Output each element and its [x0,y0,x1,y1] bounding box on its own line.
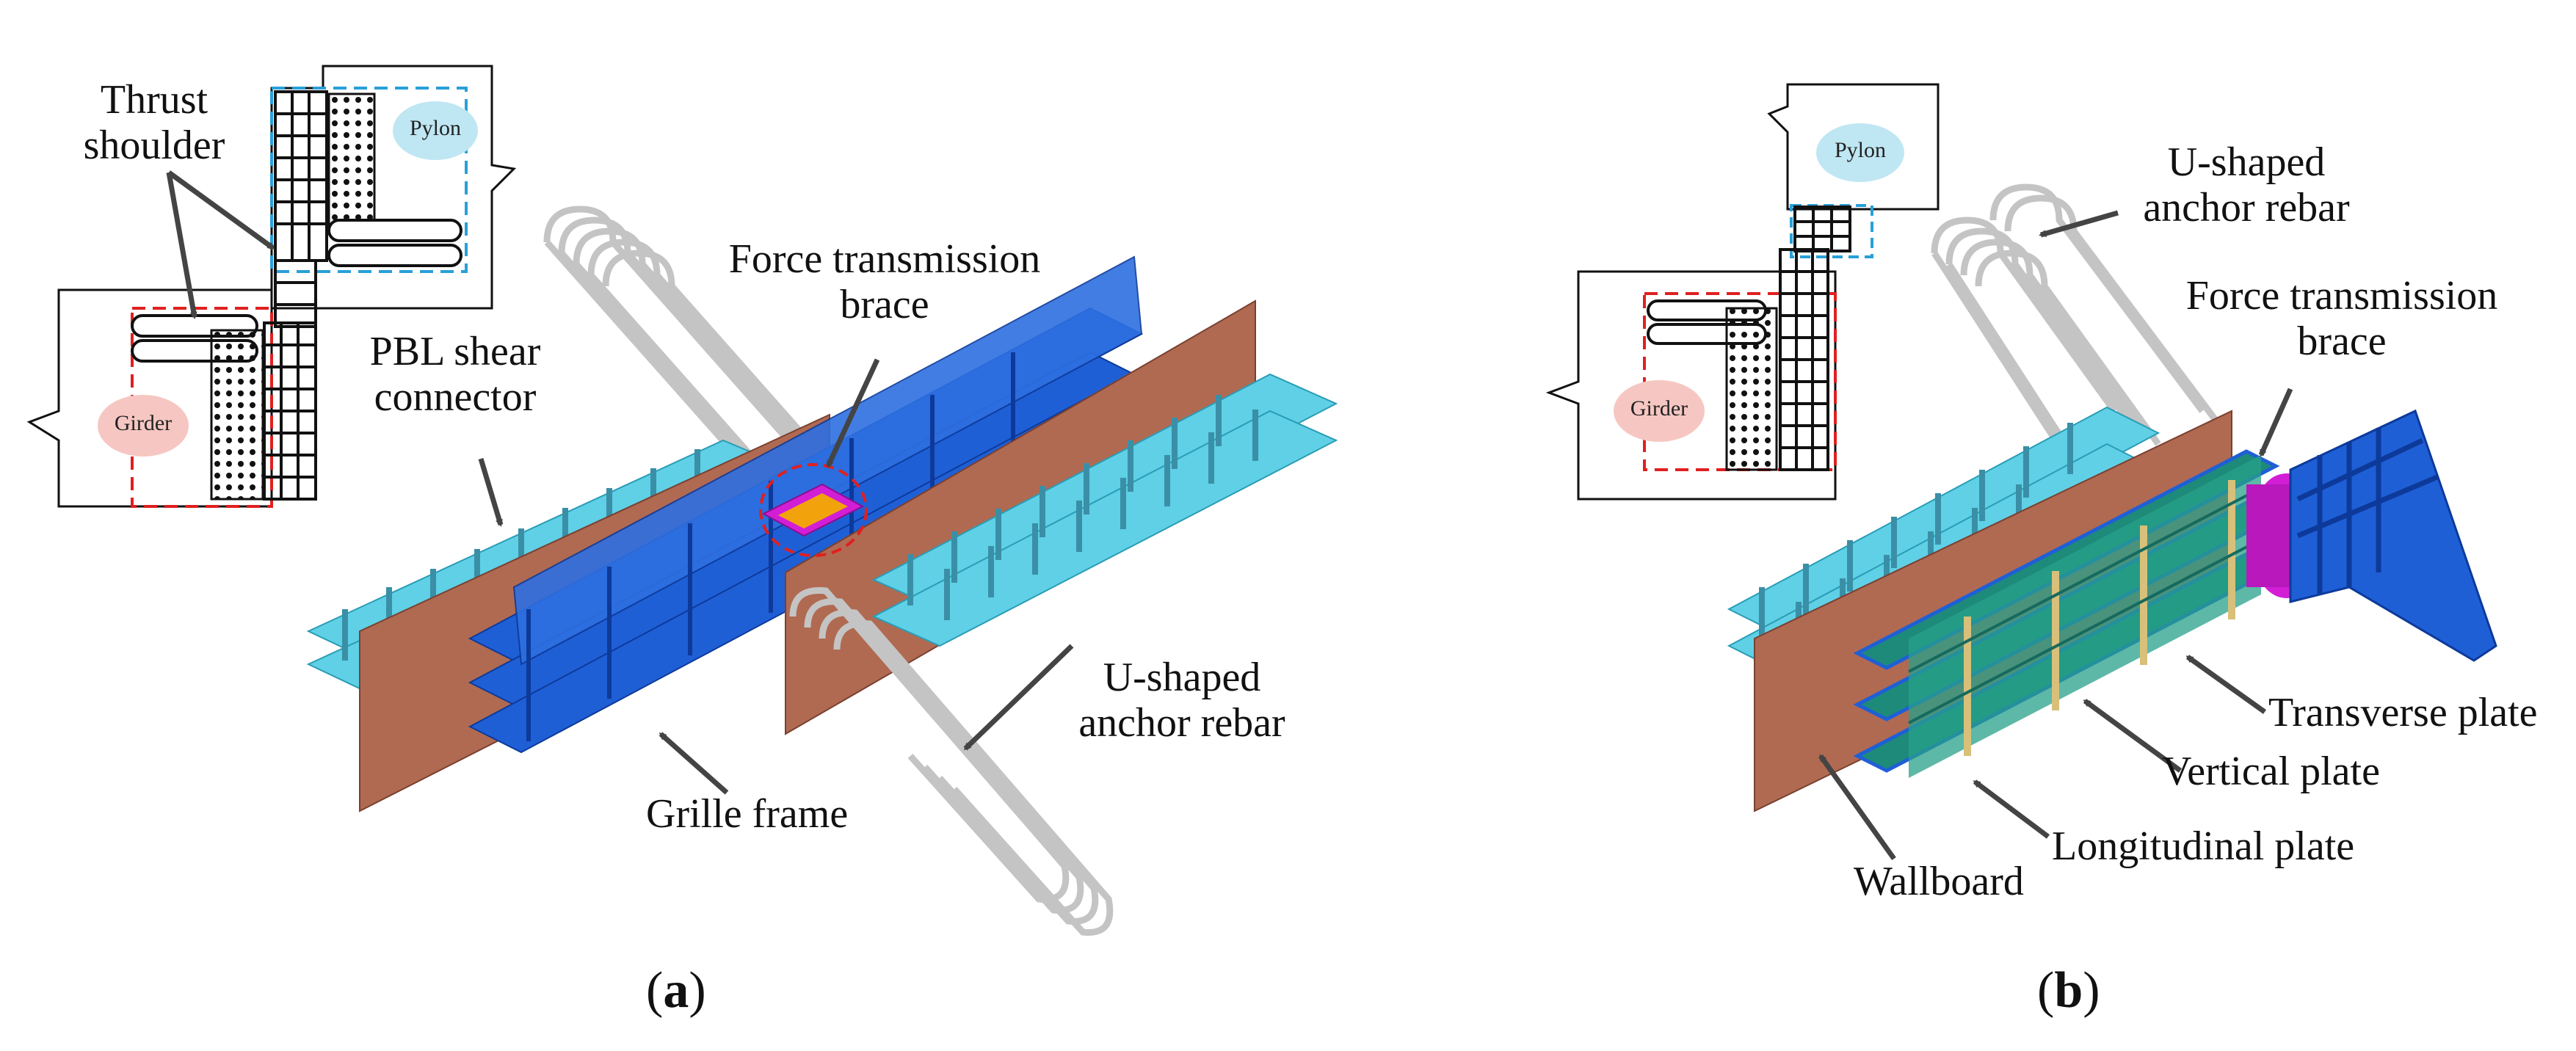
pylon-callout-a [270,65,517,310]
arrows-b [1818,210,2293,861]
u-rebar-b-line1: U-shaped [2167,139,2326,185]
u-rebar-label-b: U-shaped anchor rebar [2122,139,2371,230]
girder-callout-a [26,259,317,508]
pylon-label-b: Pylon [1834,138,1887,162]
rebar-set-a-lower [789,586,1114,936]
pylon-grid-b [2289,409,2497,662]
girder-label-a: Girder [114,411,173,435]
caption-b: (b) [2037,961,2100,1020]
girder-label-b: Girder [1630,396,1688,421]
caption-a-letter: a [663,962,689,1019]
plate-assembly-b [1853,449,2280,778]
arrows-a [166,170,1074,795]
thrust-shoulder-line2: shoulder [83,123,225,168]
u-rebar-label-a: U-shaped anchor rebar [1050,655,1314,746]
longitudinal-plate-label: Longitudinal plate [2052,823,2355,869]
u-rebar-b-line2: anchor rebar [2143,185,2350,230]
u-rebar-a-line2: anchor rebar [1078,700,1285,746]
thrust-shoulder-label: Thrust shoulder [62,77,246,168]
force-brace-label-b: Force transmission brace [2151,273,2533,364]
rebar-set-a-upper [543,206,928,575]
caption-b-close: ) [2083,962,2100,1019]
u-rebar-a-line1: U-shaped [1103,655,1261,700]
grille-frame-label: Grille frame [646,791,849,837]
thrust-shoulder-line1: Thrust [100,77,208,123]
pylon-label-a: Pylon [409,116,462,140]
wallboard-label: Wallboard [1854,859,2024,904]
caption-a: (a) [646,961,706,1020]
vertical-plate-label: Vertical plate [2162,749,2380,794]
pbl-line1: PBL shear [369,329,541,374]
rebar-set-b [1931,183,2220,454]
panel-a-drawing [26,65,1338,936]
force-brace-b-line1: Force transmission [2185,273,2498,319]
pbl-connector-label: PBL shear connector [345,329,565,420]
force-brace-label-a: Force transmission brace [694,236,1075,327]
force-brace-b-line2: brace [2297,319,2387,364]
panel-b-drawing [1545,83,2497,861]
force-brace-a-line1: Force transmission [728,236,1041,282]
pbl-line2: connector [374,374,537,420]
transverse-plate-label: Transverse plate [2268,690,2538,735]
caption-a-open: ( [646,962,664,1019]
force-brace-a [759,463,868,557]
pylon-callout-b [1767,83,1940,258]
force-brace-a-line2: brace [840,282,929,327]
caption-b-letter: b [2054,962,2083,1019]
pbl-plates-a-right [871,373,1338,647]
caption-b-open: ( [2037,962,2055,1019]
girder-callout-b [1545,248,1837,501]
caption-a-close: ) [689,962,706,1019]
